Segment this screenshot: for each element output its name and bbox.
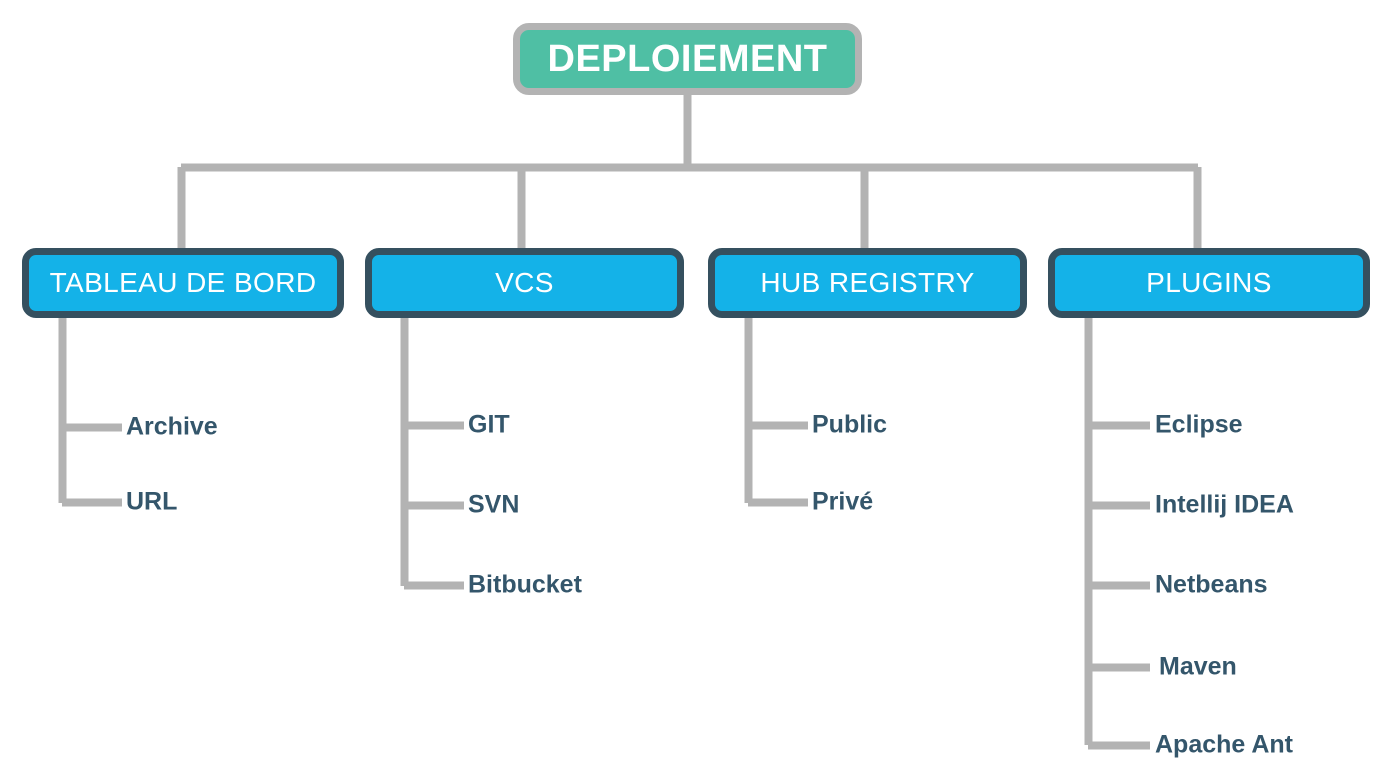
node-vcs[interactable]: VCS xyxy=(365,248,684,318)
leaf-eclipse[interactable]: Eclipse xyxy=(1155,410,1243,439)
leaf-prive[interactable]: Privé xyxy=(812,487,874,516)
leaf-url[interactable]: URL xyxy=(126,487,178,516)
node-plugins[interactable]: PLUGINS xyxy=(1048,248,1370,318)
node-vcs-label: VCS xyxy=(495,267,554,298)
leaf-public[interactable]: Public xyxy=(812,410,888,439)
leaf-apache-ant[interactable]: Apache Ant xyxy=(1155,730,1293,759)
node-root-deploiement[interactable]: DEPLOIEMENT xyxy=(513,23,862,95)
node-plugins-label: PLUGINS xyxy=(1146,267,1272,298)
node-tableau-de-bord[interactable]: TABLEAU DE BORD xyxy=(22,248,344,318)
node-tableau-de-bord-label: TABLEAU DE BORD xyxy=(49,267,317,298)
leaf-intellij-idea[interactable]: Intellij IDEA xyxy=(1155,490,1294,519)
leaf-netbeans[interactable]: Netbeans xyxy=(1155,570,1268,599)
node-hub-registry[interactable]: HUB REGISTRY xyxy=(708,248,1027,318)
node-root-label: DEPLOIEMENT xyxy=(547,38,828,80)
leaf-svn[interactable]: SVN xyxy=(468,490,520,519)
leaf-archive[interactable]: Archive xyxy=(126,412,218,441)
leaf-git[interactable]: GIT xyxy=(468,410,510,439)
leaf-bitbucket[interactable]: Bitbucket xyxy=(468,570,582,599)
node-hub-registry-label: HUB REGISTRY xyxy=(760,267,975,298)
leaf-maven[interactable]: Maven xyxy=(1159,652,1237,681)
